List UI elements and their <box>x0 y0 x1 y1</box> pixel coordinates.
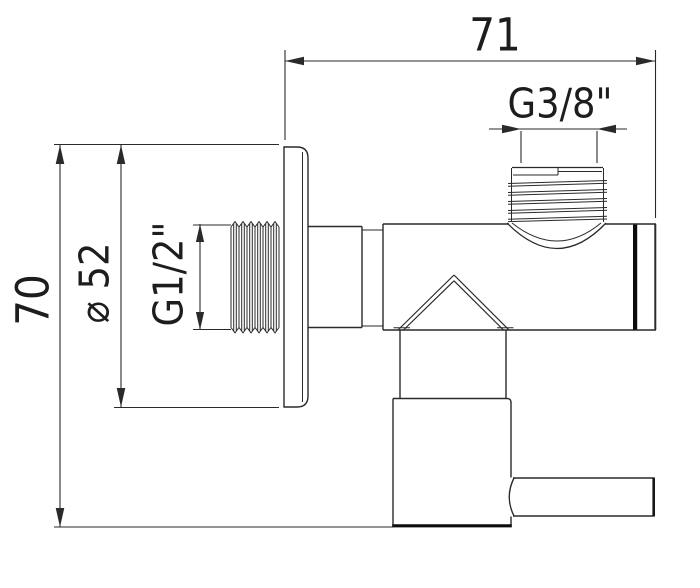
arrowhead-inward-right <box>502 124 521 134</box>
handle-block <box>392 397 512 528</box>
label-overall-height: 70 <box>6 274 60 326</box>
dimension-inlet-thread <box>193 224 231 331</box>
label-outlet-thread: G3/8" <box>507 79 613 128</box>
outlet-thread <box>506 166 608 250</box>
label-flange-diameter: ⌀ 52 <box>70 242 119 324</box>
arrowhead-right <box>636 56 655 66</box>
arrowhead-inward-left <box>597 124 616 134</box>
handle-lever <box>508 477 656 517</box>
dimension-overall-width <box>284 50 657 218</box>
thread-chamfer-outer <box>506 222 607 250</box>
thread-chamfer-inner <box>511 222 602 242</box>
dimension-overall-height <box>54 143 393 528</box>
arrowhead-down <box>55 508 65 527</box>
cone-transition <box>393 274 514 331</box>
arrowhead-up <box>55 145 65 164</box>
arrowhead-up <box>195 224 205 242</box>
valve-body <box>383 223 657 331</box>
arrowhead-left <box>285 56 304 66</box>
arrowhead-up <box>116 145 126 164</box>
dimension-flange-diameter <box>114 145 279 409</box>
seal-band <box>633 224 638 330</box>
inlet-thread <box>230 220 280 334</box>
wall-flange <box>283 146 309 408</box>
arrowhead-down <box>116 388 126 407</box>
label-overall-width: 71 <box>469 8 521 62</box>
valve-neck <box>308 224 384 330</box>
label-inlet-thread: G1/2" <box>144 221 193 327</box>
stem-neck <box>399 330 507 399</box>
arrowhead-down <box>195 312 205 330</box>
dimension-outlet-thread <box>489 124 627 163</box>
